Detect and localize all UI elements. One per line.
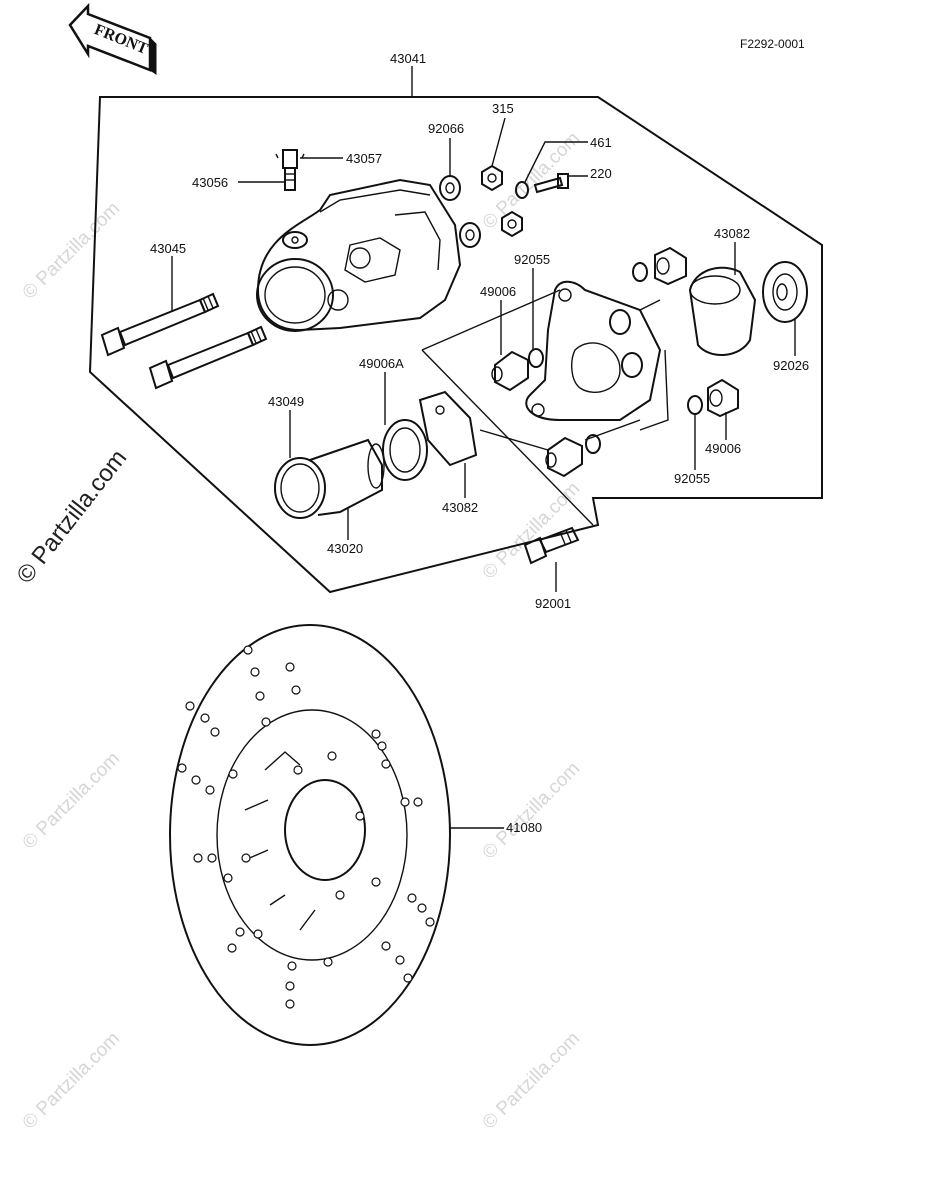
- part-label-92055b: 92055: [674, 471, 710, 486]
- caliper-body: [256, 178, 462, 332]
- part-label-43020: 43020: [327, 541, 363, 556]
- part-label-41080: 41080: [506, 820, 542, 835]
- bushing-right: [632, 246, 739, 418]
- part-label-315: 315: [492, 101, 514, 116]
- guide-lines: [421, 289, 669, 526]
- part-label-92066: 92066: [428, 121, 464, 136]
- part-label-43056: 43056: [192, 175, 228, 190]
- watermark-text: © Partzilla.com: [479, 478, 584, 583]
- watermark-text: © Partzilla.com: [479, 758, 584, 863]
- watermark-text: © Partzilla.com: [19, 1028, 124, 1133]
- disc-vent-holes: [177, 645, 435, 1009]
- part-label-92001: 92001: [535, 596, 571, 611]
- bolt-92001: [523, 526, 580, 565]
- part-label-43045: 43045: [150, 241, 186, 256]
- watermark-text: © Partzilla.com: [19, 748, 124, 853]
- front-arrow-icon: FRONT: [68, 2, 157, 75]
- part-label-43057: 43057: [346, 151, 382, 166]
- part-label-49006A: 49006A: [359, 356, 404, 371]
- part-label-92026: 92026: [773, 358, 809, 373]
- leader-line: [491, 117, 506, 167]
- side-watermark: © Partzilla.com: [11, 445, 132, 589]
- figure-code: F2292-0001: [740, 37, 805, 51]
- part-label-43041: 43041: [390, 51, 426, 66]
- bleed-valve: [275, 149, 305, 191]
- brake-disc: [169, 624, 451, 1046]
- leader-line: [524, 141, 588, 183]
- assembly-outline: [88, 96, 823, 594]
- boot-cover-43082: [688, 266, 757, 357]
- part-label-43082b: 43082: [442, 500, 478, 515]
- part-label-92055a: 92055: [514, 252, 550, 267]
- part-label-220: 220: [590, 166, 612, 181]
- bushing-left: [491, 348, 601, 478]
- part-label-43082a: 43082: [714, 226, 750, 241]
- piston-assembly: [274, 390, 478, 519]
- caliper-bolts: [100, 292, 268, 390]
- watermark-text: © Partzilla.com: [479, 1028, 584, 1133]
- cap-92026: [762, 261, 808, 323]
- part-label-43049: 43049: [268, 394, 304, 409]
- watermark-text: © Partzilla.com: [19, 198, 124, 303]
- part-label-461: 461: [590, 135, 612, 150]
- boot-cover-rim: [689, 275, 741, 305]
- part-label-49006b: 49006: [705, 441, 741, 456]
- watermark-layer: © Partzilla.com © Partzilla.com © Partzi…: [11, 128, 584, 1133]
- caliper-bracket: [525, 280, 662, 421]
- part-label-49006a: 49006: [480, 284, 516, 299]
